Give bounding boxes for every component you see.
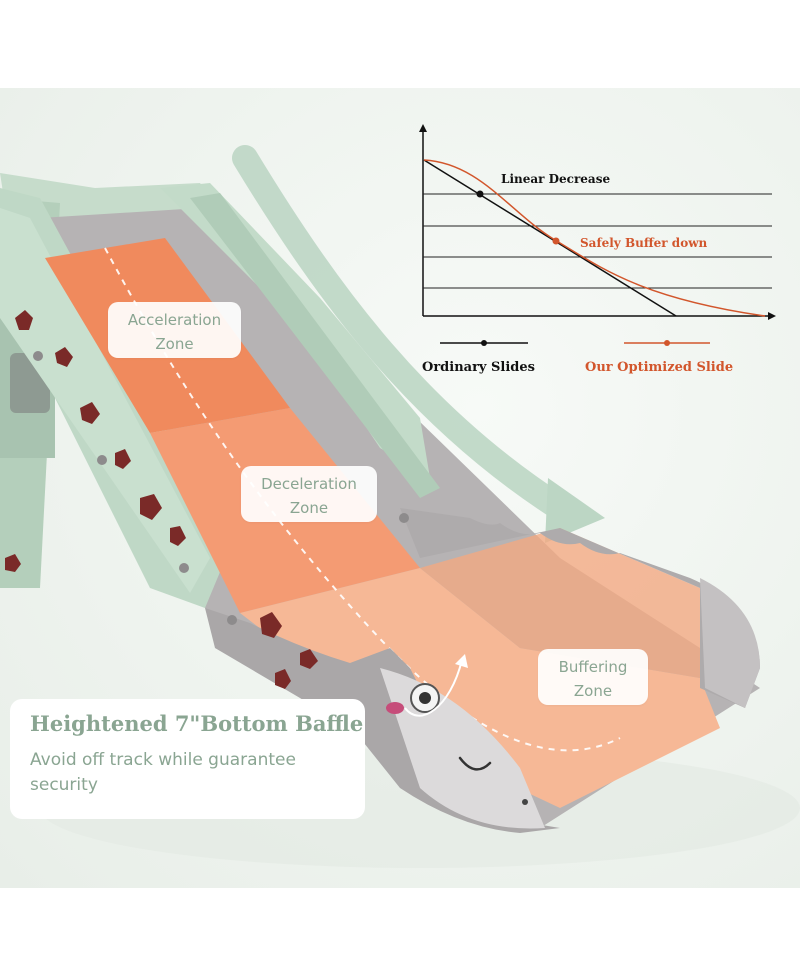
giraffe-spots [5,310,318,689]
callout-description: Avoid off track while guarantee security [30,750,296,795]
buffering-zone-label: Buffering Zone [538,649,648,705]
legend-ordinary-label: Ordinary Slides [422,360,535,375]
baffle-callout-card: Heightened 7"Bottom Baffle Avoid off tra… [10,699,365,819]
series-ordinary-line [423,159,677,317]
optimized-point [552,237,560,245]
ordinary-point [476,190,484,198]
legend-optimized-label: Our Optimized Slide [585,360,733,375]
callout-title: Heightened 7"Bottom Baffle [30,711,364,736]
series-optimized-line [423,159,766,317]
deceleration-zone-label: Deceleration Zone [241,466,377,522]
acceleration-zone-label: Acceleration Zone [108,302,241,358]
speed-comparison-chart: Linear Decrease Safely Buffer down Ordin… [419,124,776,375]
annotation-linear: Linear Decrease [501,172,610,186]
product-scene: Linear Decrease Safely Buffer down Ordin… [0,88,800,888]
flow-arrow-head [545,478,605,543]
flow-arrow-shaft [232,145,573,521]
annotation-buffer: Safely Buffer down [580,236,708,250]
